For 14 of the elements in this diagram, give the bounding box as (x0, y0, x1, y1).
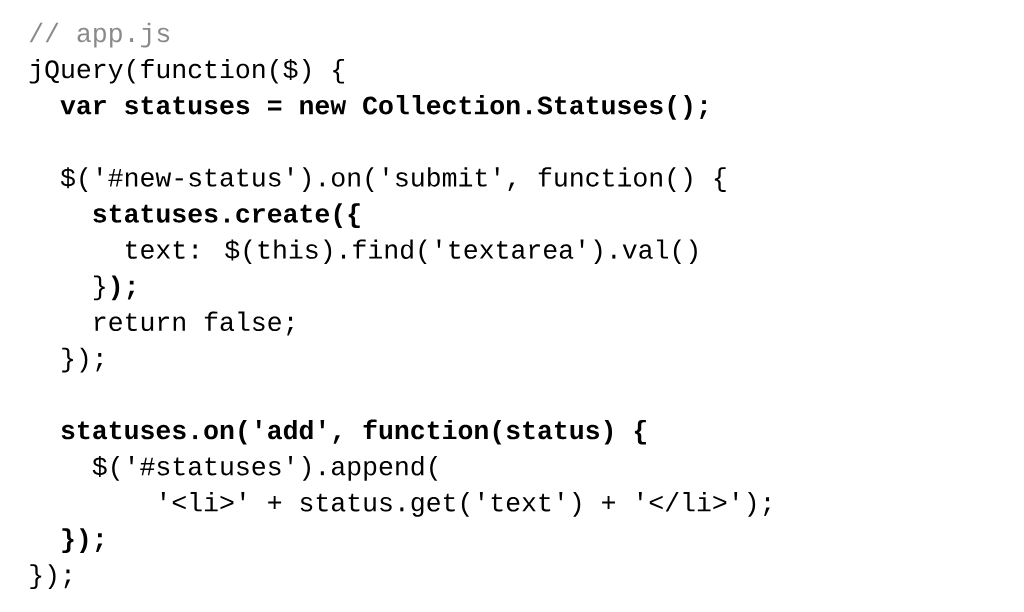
code-line: jQuery(function($) { (29, 58, 345, 84)
code-line: }); (30, 564, 71, 589)
code-line: $('#new-status').on('submit', function() { (60, 167, 726, 192)
code-line: '<li>' + status.get('text') + '</li>'); (161, 492, 770, 517)
code-line: }); (62, 528, 103, 553)
code-line: }); (94, 275, 135, 301)
code-line: text: $(this).find('textarea').val() (126, 239, 697, 265)
code-line: var statuses = new Collection.Statuses(); (60, 95, 707, 120)
code-line: }); (62, 347, 102, 373)
code-line: statuses.on('add', function(status) { (61, 419, 646, 445)
code-comment: // app.js (29, 22, 170, 48)
code-line: statuses.create({ (93, 203, 360, 228)
code-line: return false; (94, 311, 293, 336)
code-line: $('#statuses').append( (92, 456, 438, 481)
